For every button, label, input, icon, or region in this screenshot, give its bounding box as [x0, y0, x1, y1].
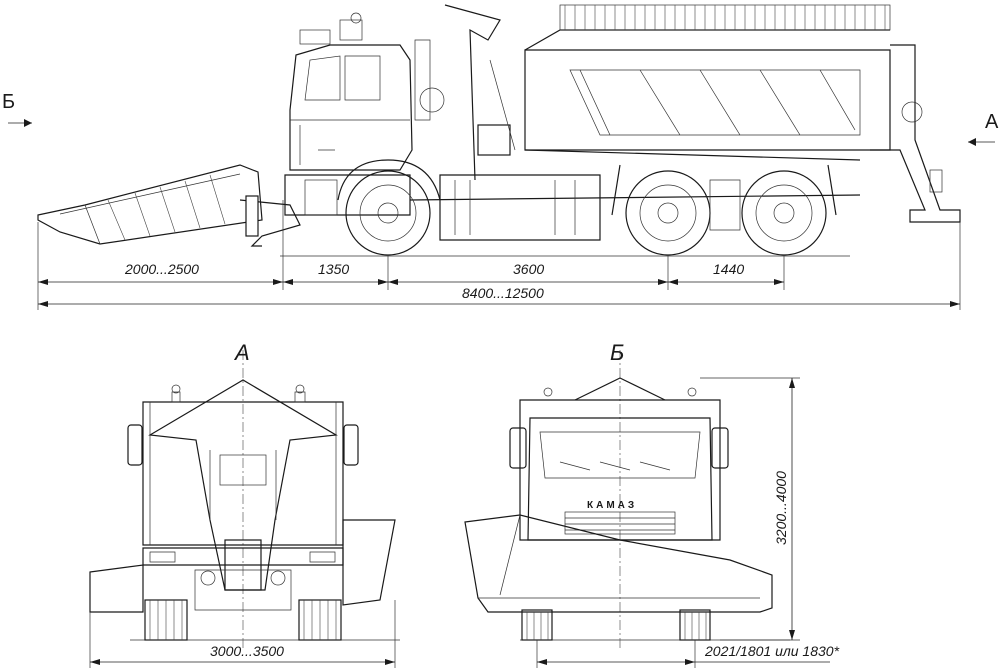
dim-label-total: 8400...12500 — [462, 285, 544, 301]
view-arrow-right — [968, 138, 995, 146]
side-view — [8, 4, 995, 310]
chassis-frame — [409, 194, 861, 201]
dim-label-wheelbase: 3600 — [513, 261, 544, 277]
arrow-label-b: Б — [2, 91, 15, 113]
front-view — [464, 350, 830, 668]
dim-label-rear-width: 3000...3500 — [210, 643, 284, 659]
dim-label-height: 3200...4000 — [773, 471, 789, 545]
rear-view — [89, 350, 400, 668]
rear-wheel-1 — [625, 170, 711, 256]
dim-label-track: 2021/1801 или 1830* — [704, 643, 840, 659]
plow-blade-side — [37, 164, 301, 247]
front-wheel — [337, 159, 441, 256]
view-arrow-left — [8, 119, 32, 127]
rear-wheel-2 — [741, 170, 827, 256]
dim-label-rear: 1440 — [713, 261, 744, 277]
brand-label: КАМАЗ — [587, 500, 637, 511]
view-title-b: Б — [610, 340, 624, 365]
side-dimensions — [37, 200, 961, 310]
rear-spreader-side — [870, 44, 961, 223]
dim-label-front: 1350 — [318, 261, 349, 277]
dim-label-plow: 2000...2500 — [124, 261, 199, 277]
view-title-a: А — [233, 340, 250, 365]
lift-frame — [414, 4, 516, 181]
arrow-label-a: А — [985, 111, 999, 133]
suspension — [709, 179, 741, 231]
truck-cab-side — [284, 12, 413, 216]
dump-body — [524, 4, 891, 161]
